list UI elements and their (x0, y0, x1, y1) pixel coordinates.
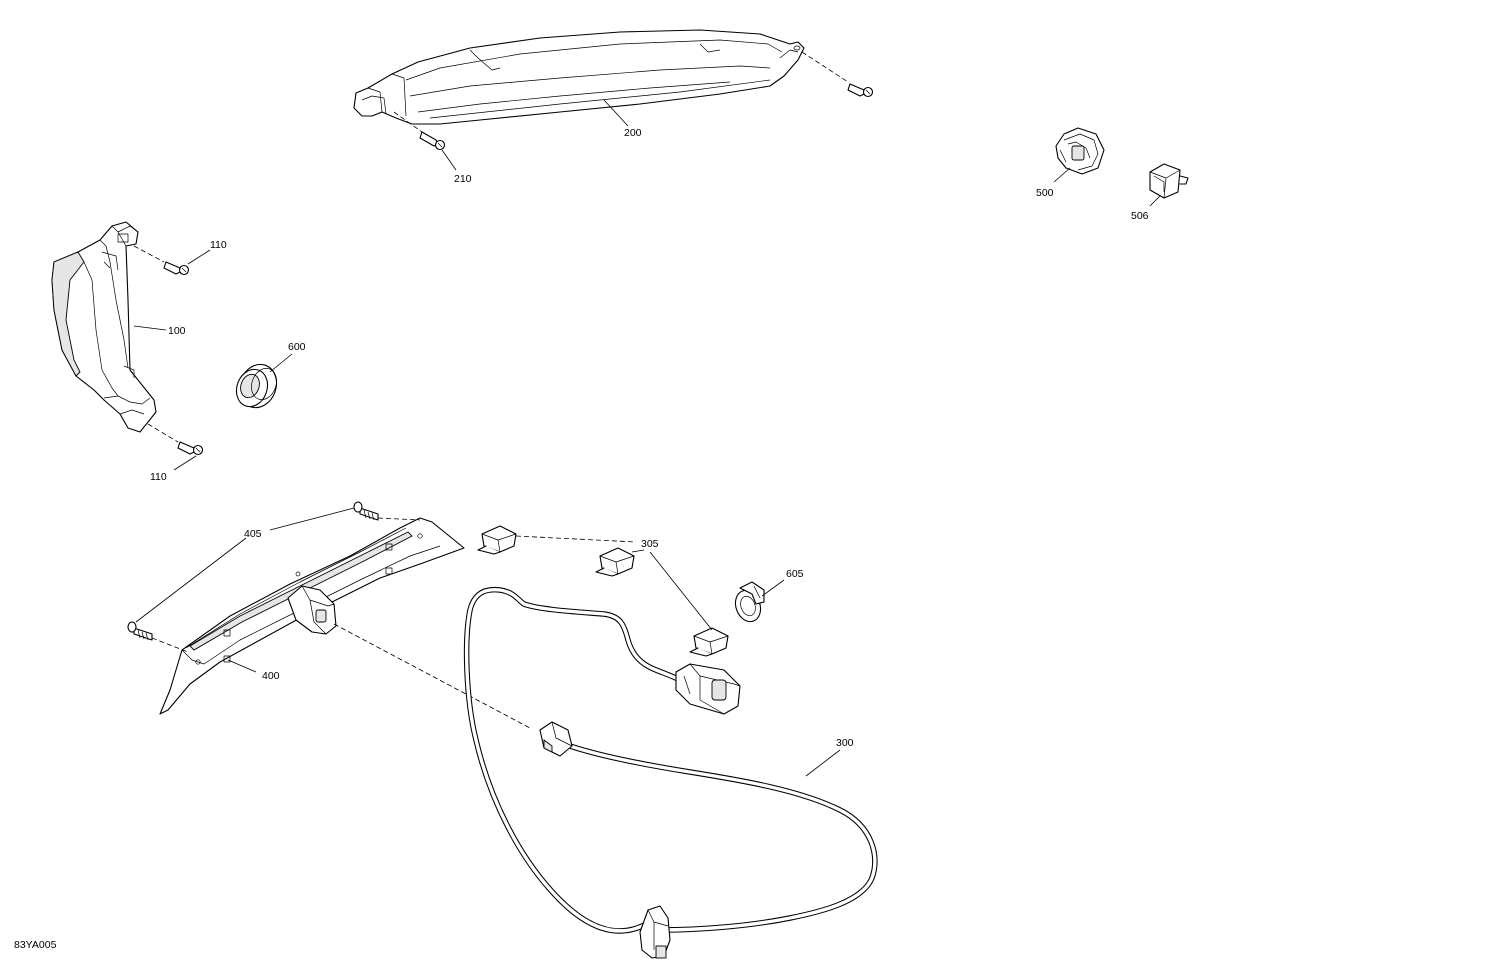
callout-400: 400 (262, 670, 280, 682)
lock-clip-icon[interactable] (1149, 163, 1189, 199)
screw-icon[interactable] (127, 621, 153, 641)
callout-506: 506 (1131, 210, 1149, 222)
callout-305: 305 (641, 538, 659, 550)
grommet-icon[interactable] (231, 359, 282, 413)
figure-reference-id: 83YA005 (14, 939, 57, 951)
callout-110-bottom: 110 (150, 471, 167, 483)
callout-600: 600 (288, 341, 306, 353)
callout-300: 300 (836, 737, 854, 749)
screw-icon[interactable] (163, 261, 190, 276)
connector-icon[interactable] (1055, 127, 1105, 175)
callout-405: 405 (244, 528, 262, 540)
clip-icon[interactable] (689, 627, 729, 657)
screw-icon[interactable] (353, 501, 379, 521)
screw-icon[interactable] (419, 131, 446, 151)
clip-icon[interactable] (595, 547, 635, 577)
wiring-harness-icon[interactable] (463, 586, 878, 959)
callout-100: 100 (168, 325, 186, 337)
callout-605: 605 (786, 568, 804, 580)
upper-light-bar-icon[interactable] (353, 29, 805, 125)
cable-clamp-icon[interactable] (731, 581, 765, 625)
callout-500: 500 (1036, 187, 1054, 199)
callout-210: 210 (454, 173, 472, 185)
screw-icon[interactable] (847, 83, 874, 98)
callout-200: 200 (624, 127, 642, 139)
screw-icon[interactable] (177, 441, 204, 456)
clip-icon[interactable] (477, 525, 517, 555)
callout-110-top: 110 (210, 239, 227, 251)
side-light-housing-icon[interactable] (51, 221, 157, 433)
lower-light-bar-icon[interactable] (159, 517, 465, 715)
